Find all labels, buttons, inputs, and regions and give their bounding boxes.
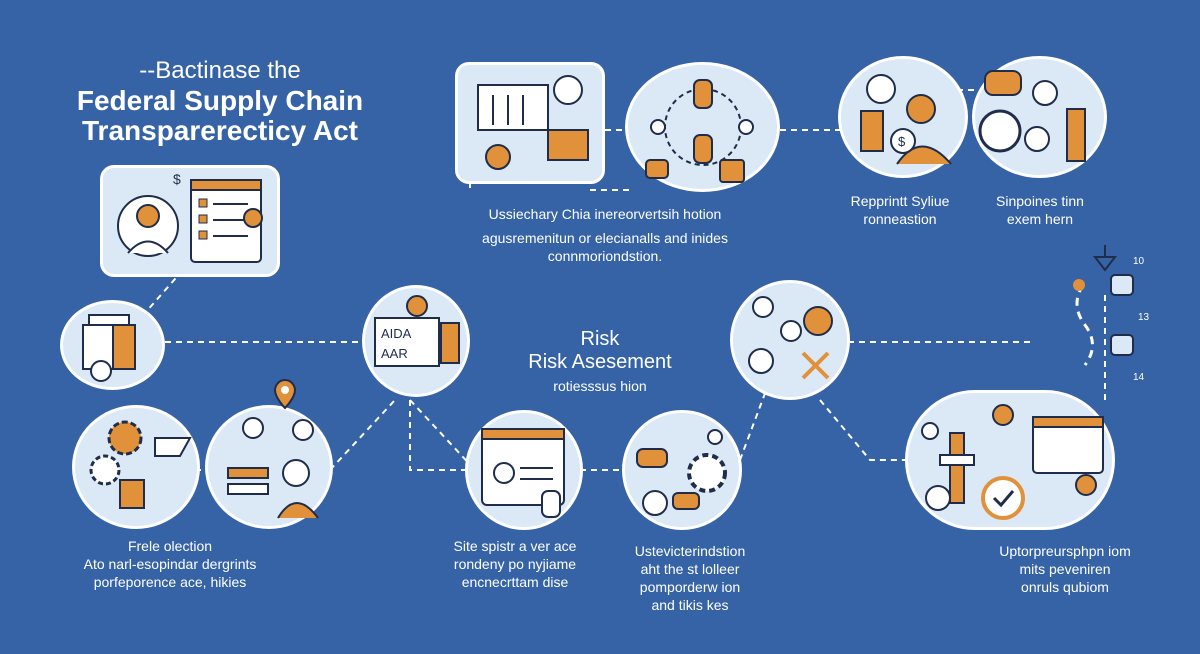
risk-subheading: rotiesssus hion bbox=[553, 378, 647, 394]
site-inspection-node bbox=[465, 410, 583, 530]
page-title: --Bactinase the Federal Supply Chain Tra… bbox=[40, 56, 400, 146]
gears-illustration bbox=[89, 420, 192, 509]
risk-heading: Risk Risk Asesement rotiesssus hion bbox=[470, 328, 730, 394]
stakeholders-node bbox=[730, 280, 850, 400]
caption-bottom-right: Uptorpreursphpn iom mits peveniren onrul… bbox=[975, 542, 1155, 596]
timeline-number-2: 13 bbox=[1138, 312, 1150, 323]
site-inspection-illustration bbox=[481, 428, 565, 518]
settings-node bbox=[622, 410, 742, 530]
risk-heading-line-2: Risk Asesement bbox=[528, 351, 672, 373]
caption-line: mits peveniren bbox=[1019, 561, 1111, 577]
monitoring-node bbox=[905, 390, 1115, 530]
reporting-illustration: $ bbox=[860, 74, 952, 165]
board-text-1: AIDA bbox=[381, 326, 412, 341]
caption-line: exem hern bbox=[1006, 211, 1074, 227]
caption-bottom-mid-right: Ustevicterindstion aht the st lolleer po… bbox=[600, 542, 780, 614]
gears-node bbox=[72, 405, 200, 529]
caption-line: encnecrttam dise bbox=[461, 574, 569, 590]
federal-building-node bbox=[60, 300, 165, 390]
location-pin-icon bbox=[273, 378, 297, 410]
checklist-illustration: $ bbox=[117, 171, 263, 263]
caption-top-right-right: Sinpoines tinn exem hern bbox=[980, 192, 1100, 228]
caption-line: Sinpoines tinn bbox=[996, 193, 1084, 209]
title-line-1: --Bactinase the bbox=[139, 57, 301, 84]
aida-board-illustration: AIDA AAR bbox=[374, 295, 460, 367]
caption-line: Ustevicterindstion bbox=[634, 543, 746, 559]
risk-heading-line-1: Risk bbox=[580, 328, 620, 350]
people-network-illustration bbox=[227, 417, 319, 519]
caption-line: Repprintt Syliue bbox=[850, 193, 950, 209]
timeline-number-3: 14 bbox=[1133, 372, 1145, 383]
compliance-checklist-panel: $ bbox=[100, 165, 280, 277]
flow-arrows-illustration bbox=[645, 79, 754, 183]
caption-line: Site spistr a ver ace bbox=[453, 538, 577, 554]
caption-bottom-mid-left: Site spistr a ver ace rondeny po nyjiame… bbox=[415, 537, 615, 591]
caption-line: aht the st lolleer bbox=[640, 561, 740, 577]
caption-line: agusremenitun or elecianalls and inides bbox=[482, 230, 728, 246]
monitoring-illustration bbox=[921, 404, 1104, 520]
title-line-2: Federal Supply Chain bbox=[76, 85, 364, 116]
svg-text:$: $ bbox=[898, 134, 906, 149]
people-network-node bbox=[205, 405, 333, 529]
caption-line: and tikis kes bbox=[651, 597, 729, 613]
reporting-node: $ bbox=[838, 56, 968, 178]
response-illustration bbox=[978, 70, 1086, 162]
warehouse-illustration bbox=[477, 75, 589, 170]
process-flow-node bbox=[625, 62, 780, 192]
caption-line: Uptorpreursphpn iom bbox=[999, 543, 1131, 559]
caption-line: Ato narl-esopindar dergrints bbox=[83, 556, 257, 572]
timeline-number-1: 10 bbox=[1133, 256, 1145, 267]
caption-line: onruls qubiom bbox=[1021, 579, 1109, 595]
caption-line: Frele olection bbox=[127, 538, 213, 554]
title-line-3: Transparerecticy Act bbox=[82, 115, 358, 146]
settings-illustration bbox=[636, 429, 727, 516]
caption-line: connmoriondstion. bbox=[547, 248, 663, 264]
caption-line: rondeny po nyjiame bbox=[453, 556, 577, 572]
caption-line: ronneastion bbox=[863, 211, 937, 227]
svg-text:$: $ bbox=[173, 171, 181, 187]
caption-line: pomporderw ion bbox=[639, 579, 741, 595]
response-node bbox=[972, 56, 1107, 178]
board-text-2: AAR bbox=[381, 346, 408, 361]
building-icon bbox=[82, 314, 136, 382]
caption-line: Ussiechary Chia inereorvertsih hotion bbox=[488, 206, 722, 222]
risk-board-node: AIDA AAR bbox=[362, 285, 470, 397]
caption-top-right-left: Repprintt Syliue ronneastion bbox=[830, 192, 970, 228]
caption-top-center: Ussiechary Chia inereorvertsih hotion ag… bbox=[430, 205, 780, 265]
caption-bottom-left: Frele olection Ato narl-esopindar dergri… bbox=[40, 537, 300, 591]
supply-chain-panel bbox=[455, 62, 605, 184]
timeline-track bbox=[1073, 245, 1134, 366]
caption-line: porfeporence ace, hikies bbox=[93, 574, 247, 590]
stakeholders-illustration bbox=[748, 296, 833, 380]
